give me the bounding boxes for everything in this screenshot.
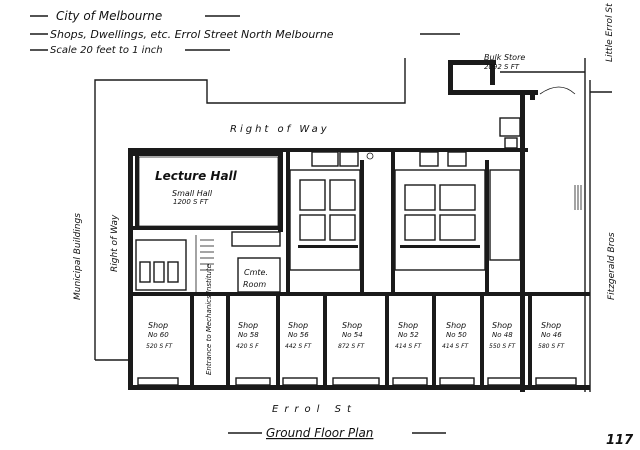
shop-area: 550 S FT — [489, 343, 517, 350]
shop-48: Shop No 48 550 S FT — [489, 321, 517, 350]
shop-area: 442 S FT — [285, 343, 313, 350]
shop-number: No 50 — [446, 331, 467, 339]
small-hall-area: 1200 S FT — [173, 198, 209, 206]
shop-area: 414 S FT — [395, 343, 423, 350]
shop-label: Shop — [342, 321, 362, 330]
title-line-1: City of Melbourne — [56, 9, 162, 23]
shop-60: Shop No 60 520 S FT — [146, 321, 174, 350]
small-hall-label: Small Hall — [172, 189, 213, 198]
shop-fronts — [137, 377, 577, 386]
title-line-3: Scale 20 feet to 1 inch — [50, 45, 163, 56]
sheet-number: 117 — [606, 433, 634, 448]
fitzgerald-bros-label: Fitzgerald Bros — [607, 232, 617, 300]
building — [128, 117, 590, 390]
little-errol-st-label: Little Errol St — [605, 3, 615, 62]
plan-title: Ground Floor Plan — [228, 426, 446, 440]
municipal-buildings-label: Municipal Buildings — [73, 213, 83, 300]
shop-label: Shop — [492, 321, 512, 330]
right-of-way-left-label: Right of Way — [110, 214, 120, 272]
shop-area: 872 S FT — [338, 343, 366, 350]
shop-label: Shop — [446, 321, 466, 330]
errol-st-label: Errol St — [272, 404, 357, 415]
shop-area: 580 S FT — [538, 343, 566, 350]
shop-label: Shop — [238, 321, 258, 330]
shop-label: Shop — [288, 321, 308, 330]
bulk-store-wall-top — [448, 60, 496, 65]
title-block: City of Melbourne Shops, Dwellings, etc.… — [30, 9, 460, 56]
shop-54: Shop No 54 872 S FT — [338, 321, 366, 350]
shop-area: 520 S FT — [146, 343, 174, 350]
plan-title-text: Ground Floor Plan — [266, 426, 373, 440]
shop-area: 420 S F — [236, 343, 259, 350]
shop-number: No 46 — [541, 331, 562, 339]
rear-rooms — [286, 117, 521, 292]
shop-number: No 54 — [342, 331, 363, 339]
shop-46: Shop No 46 580 S FT — [538, 321, 566, 350]
shop-area: 414 S FT — [442, 343, 470, 350]
shop-label: Shop — [398, 321, 418, 330]
shop-number: No 56 — [288, 331, 309, 339]
lecture-hall-walls — [133, 152, 283, 156]
shop-number: No 48 — [492, 331, 513, 339]
shop-label: Shop — [148, 321, 168, 330]
shop-label: Shop — [541, 321, 561, 330]
shop-partitions — [128, 292, 590, 390]
shop-56: Shop No 56 442 S FT — [285, 321, 313, 350]
shop-number: No 52 — [398, 331, 419, 339]
stair-area — [135, 231, 281, 293]
shop-number: No 58 — [238, 331, 259, 339]
shop-52: Shop No 52 414 S FT — [395, 321, 423, 350]
cmte-room-label-1: Cmte. — [244, 268, 268, 277]
bulk-store-label: Bulk Store — [484, 53, 525, 62]
lecture-hall-label: Lecture Hall — [155, 169, 238, 183]
entrance-label: Entrance to Mechanics Institute — [205, 264, 213, 375]
shop-number: No 60 — [148, 331, 169, 339]
right-of-way-top-label: Right of Way — [230, 124, 330, 135]
site-outline — [94, 58, 612, 392]
shop-50: Shop No 50 414 S FT — [442, 321, 470, 350]
title-line-2: Shops, Dwellings, etc. Errol Street Nort… — [50, 28, 334, 41]
bulk-store-area: 2092 S FT — [484, 63, 520, 71]
shop-58: Shop No 58 420 S F — [236, 321, 259, 350]
cmte-room-label-2: Room — [243, 280, 266, 289]
